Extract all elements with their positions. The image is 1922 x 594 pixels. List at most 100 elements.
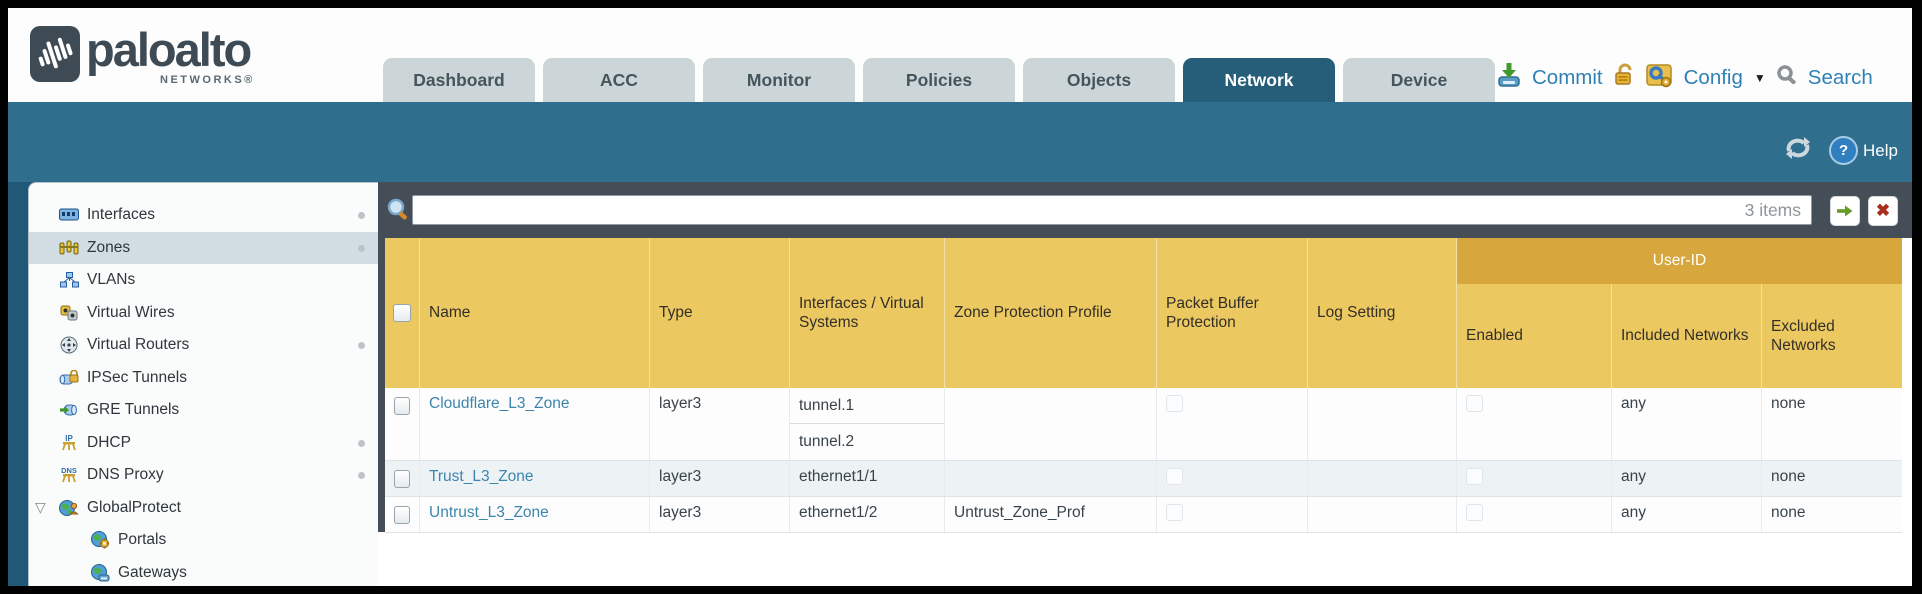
sidebar-item-interfaces[interactable]: Interfaces [29, 199, 378, 232]
interface-entry[interactable]: tunnel.1 [790, 388, 944, 424]
sidebar-item-label: Virtual Wires [87, 303, 175, 321]
zone-interfaces[interactable]: ethernet1/1 [790, 461, 945, 496]
refresh-icon[interactable] [1783, 134, 1813, 167]
apply-filter-button[interactable] [1830, 196, 1860, 226]
topbar-actions: Commit Config ▼ S [1495, 55, 1873, 101]
packet-buffer-checkbox [1166, 468, 1183, 485]
zones-table: Name Type Interfaces / Virtual Systems Z… [385, 238, 1902, 533]
ipsec-tunnels-icon [58, 368, 80, 388]
sidebar-item-label: Interfaces [87, 206, 156, 224]
config-menu[interactable]: Config [1683, 66, 1743, 89]
excluded-networks: none [1771, 504, 1806, 521]
status-dot [358, 472, 365, 479]
col-interfaces[interactable]: Interfaces / Virtual Systems [790, 238, 945, 388]
col-enabled[interactable]: Enabled [1457, 284, 1612, 388]
lock-icon[interactable] [1612, 62, 1636, 94]
search-icon[interactable] [1775, 63, 1799, 93]
interface-entry[interactable]: tunnel.2 [799, 433, 855, 450]
commit-icon[interactable] [1495, 61, 1523, 95]
config-icon[interactable] [1645, 61, 1675, 95]
tab-dashboard[interactable]: Dashboard [383, 58, 535, 102]
tab-policies[interactable]: Policies [863, 58, 1015, 102]
log-setting [1308, 388, 1457, 460]
zone-name-link[interactable]: Cloudflare_L3_Zone [429, 395, 570, 412]
sidebar-item-dhcp[interactable]: IP DHCP [29, 427, 378, 460]
tab-monitor[interactable]: Monitor [703, 58, 855, 102]
gre-tunnels-icon [58, 400, 80, 420]
zone-type: layer3 [650, 388, 790, 460]
zone-interfaces[interactable]: ethernet1/2 [790, 497, 945, 532]
status-dot [358, 212, 365, 219]
sidebar-item-globalprotect[interactable]: ▽ GlobalProtect [29, 492, 378, 525]
svg-text:DNS: DNS [61, 466, 77, 475]
tab-network[interactable]: Network [1183, 58, 1335, 102]
commit-button[interactable]: Commit [1532, 66, 1603, 89]
dns-proxy-icon: DNS [58, 465, 80, 485]
chevron-down-icon[interactable]: ▼ [1753, 71, 1766, 85]
col-packet-buffer-protection[interactable]: Packet Buffer Protection [1157, 238, 1308, 388]
filter-search-icon [386, 197, 412, 228]
sidebar-item-portals[interactable]: Portals [29, 524, 378, 557]
zone-type: layer3 [650, 461, 790, 496]
packet-buffer-checkbox [1166, 395, 1183, 412]
help-label[interactable]: Help [1863, 140, 1898, 160]
paloalto-logo-icon [30, 26, 80, 82]
gateways-icon [89, 563, 111, 583]
tab-device[interactable]: Device [1343, 58, 1495, 102]
row-checkbox[interactable] [394, 470, 410, 488]
tab-acc[interactable]: ACC [543, 58, 695, 102]
clear-filter-button[interactable]: ✖ [1868, 196, 1898, 226]
sidebar-item-ipsec-tunnels[interactable]: IPSec Tunnels [29, 362, 378, 395]
filter-toolbar: 3 items ✖ [378, 182, 1912, 238]
row-checkbox[interactable] [394, 397, 410, 415]
search-button[interactable]: Search [1807, 66, 1873, 89]
zone-protection-profile [945, 461, 1157, 496]
portals-icon [89, 530, 111, 550]
table-left-gutter [378, 238, 385, 532]
virtual-routers-icon [58, 335, 80, 355]
status-dot [358, 439, 365, 447]
brand-networks-label: NETWORKS® [160, 74, 255, 86]
zone-name-link[interactable]: Trust_L3_Zone [429, 468, 534, 485]
items-count: 3 items [1744, 199, 1801, 220]
help-icon[interactable]: ? [1829, 136, 1859, 165]
sidebar-item-vlans[interactable]: VLANs [29, 264, 378, 297]
excluded-networks: none [1771, 395, 1806, 412]
col-excluded-networks[interactable]: Excluded Networks [1771, 317, 1836, 354]
row-checkbox[interactable] [394, 506, 410, 524]
sidebar-item-virtual-wires[interactable]: Virtual Wires [29, 297, 378, 330]
table-row: Trust_L3_Zone layer3 ethernet1/1 any non… [385, 461, 1902, 497]
network-sidebar: Interfaces Zones VLANs Virtual Wires Vir… [28, 182, 378, 586]
sidebar-item-label: Zones [87, 238, 131, 256]
select-all-checkbox[interactable] [393, 304, 411, 322]
top-bar: paloalto NETWORKS® Dashboard ACC Monitor… [8, 8, 1912, 102]
zone-protection-profile [945, 388, 1157, 460]
table-row: Cloudflare_L3_Zone layer3 tunnel.1 tunne… [385, 388, 1902, 461]
zone-type: layer3 [650, 497, 790, 532]
sidebar-item-gateways[interactable]: Gateways [29, 557, 378, 587]
log-setting [1308, 461, 1457, 496]
dhcp-icon: IP [58, 433, 80, 453]
brand-wordmark: paloalto [86, 23, 252, 76]
table-header: Name Type Interfaces / Virtual Systems Z… [385, 238, 1902, 388]
filter-input[interactable] [413, 197, 1745, 223]
sidebar-item-gre-tunnels[interactable]: GRE Tunnels [29, 394, 378, 427]
sidebar-item-virtual-routers[interactable]: Virtual Routers [29, 329, 378, 362]
col-log-setting[interactable]: Log Setting [1308, 238, 1457, 388]
col-included-networks[interactable]: Included Networks [1612, 284, 1762, 388]
sidebar-item-label: Gateways [118, 563, 187, 581]
sidebar-item-zones[interactable]: Zones [29, 231, 378, 264]
expand-triangle-icon[interactable]: ▽ [35, 498, 46, 515]
col-name[interactable]: Name [420, 238, 650, 388]
col-zone-protection-profile[interactable]: Zone Protection Profile [945, 238, 1157, 388]
main-pane: 3 items ✖ Name Type Interfaces / Virtual… [378, 182, 1912, 586]
sidebar-item-dns-proxy[interactable]: DNS DNS Proxy [29, 459, 378, 492]
log-setting [1308, 497, 1457, 532]
excluded-networks: none [1771, 468, 1806, 485]
tab-objects[interactable]: Objects [1023, 58, 1175, 102]
sidebar-item-label: Virtual Routers [87, 336, 190, 354]
zone-name-link[interactable]: Untrust_L3_Zone [429, 504, 549, 521]
sidebar-item-label: GlobalProtect [87, 498, 181, 516]
sidebar-item-label: IPSec Tunnels [87, 368, 187, 386]
col-type[interactable]: Type [650, 238, 790, 388]
